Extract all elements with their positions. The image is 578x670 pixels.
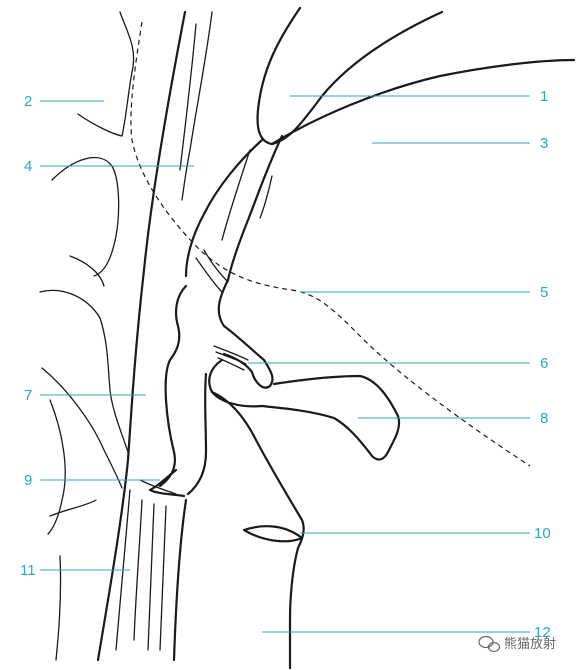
- label-6: 6: [540, 355, 548, 372]
- label-3: 3: [540, 135, 548, 152]
- label-11: 11: [20, 562, 36, 579]
- leader-lines: [40, 95, 530, 633]
- label-12: 12: [534, 624, 551, 641]
- label-1: 1: [540, 88, 548, 105]
- label-8: 8: [540, 410, 548, 427]
- label-7: 7: [24, 387, 32, 404]
- label-2: 2: [24, 93, 32, 110]
- label-9: 9: [24, 472, 32, 489]
- labels: 1 2 3 4 5 6 7 8 9 10 11 12: [20, 88, 551, 641]
- watermark: 熊猫放射: [478, 635, 556, 653]
- label-10: 10: [534, 525, 551, 542]
- wechat-icon: [478, 635, 501, 653]
- anatomy-drawing: [39, 6, 576, 670]
- label-5: 5: [540, 284, 548, 301]
- watermark-text: 熊猫放射: [504, 636, 556, 652]
- label-4: 4: [24, 158, 32, 175]
